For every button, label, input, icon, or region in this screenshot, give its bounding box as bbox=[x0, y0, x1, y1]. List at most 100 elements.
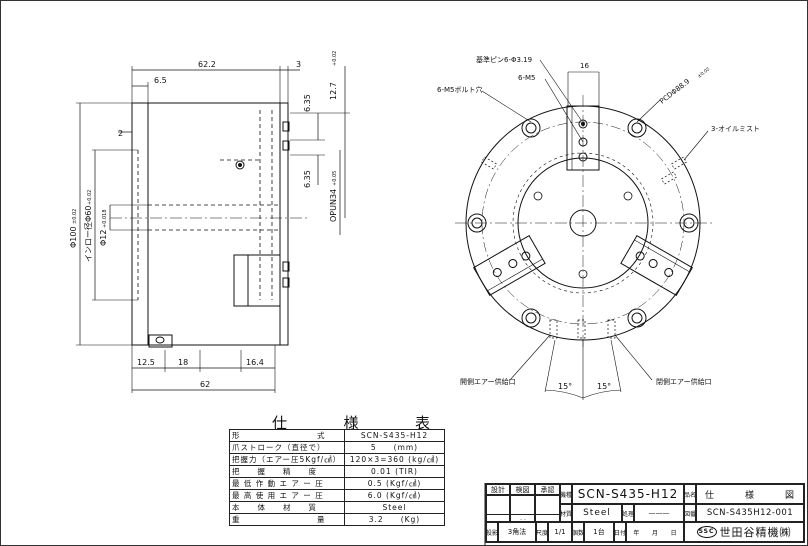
label-pin: 基準ピン6-Φ3.19 bbox=[476, 55, 532, 64]
side-view-labels: 62.2 3 6.5 2 6.35 6.35 12.7 +0.02 OPUN34… bbox=[69, 51, 338, 389]
dim-bottom-right: 16.4 bbox=[246, 358, 264, 367]
company-logo-icon: SSC bbox=[696, 526, 717, 538]
dim-opun-tol: +0.05 bbox=[332, 171, 338, 186]
spec-table-title: 仕 様 表 bbox=[272, 412, 432, 433]
spec-key: 形 式 bbox=[229, 429, 345, 442]
tb-date-year: 年 bbox=[633, 529, 640, 537]
label-pcd: PCDΦ88.9 bbox=[658, 77, 691, 105]
tb-qty: 1台 bbox=[584, 522, 614, 542]
spec-row: 爪ストローク（直径で）5 (mm) bbox=[229, 441, 445, 454]
dim-upper-port: 6.35 bbox=[303, 94, 312, 112]
tb-company: SSC 世田谷精機㈱ bbox=[684, 522, 804, 542]
tb-name-label: 品名 bbox=[684, 484, 696, 504]
side-port-upper bbox=[282, 121, 290, 132]
front-leaders bbox=[481, 59, 709, 400]
label-m5: 6-M5 bbox=[518, 74, 535, 82]
tb-date-label: 日付 bbox=[614, 522, 626, 542]
side-flange-outline bbox=[279, 102, 289, 346]
label-m5-bolt: 6-M5ボルト穴 bbox=[437, 85, 482, 94]
tb-projection: 3角法 bbox=[498, 522, 536, 542]
dim-bottom-left: 12.5 bbox=[137, 358, 155, 367]
front-air-fittings bbox=[549, 319, 616, 339]
dim-height-right-tol: +0.02 bbox=[332, 51, 338, 66]
tb-material-label: 材質 bbox=[560, 504, 572, 522]
front-jaw-top bbox=[566, 105, 600, 171]
spec-key: 重 量 bbox=[229, 513, 345, 526]
angle-right: 15° bbox=[597, 382, 611, 391]
spec-value: 120×3=360 (kg/㎠) bbox=[344, 453, 445, 466]
side-port-mid bbox=[282, 140, 290, 151]
tb-approve-label: 承認 bbox=[535, 484, 560, 495]
tb-model-label: 機種 bbox=[560, 484, 572, 504]
side-port-hole bbox=[235, 160, 245, 170]
tb-date: 年 月 日 bbox=[626, 522, 684, 542]
title-block: 設計 検図 承認 . . 機種 SCN-S435-H12 材質 Steel 処理… bbox=[485, 483, 805, 543]
spec-key: 最 低 作 動 エ ア ー 圧 bbox=[229, 477, 345, 490]
tb-name: 仕 様 図 bbox=[696, 484, 804, 504]
spec-value: 0.5 (Kgf/㎠) bbox=[344, 477, 445, 490]
tb-model: SCN-S435-H12 bbox=[572, 484, 684, 504]
dim-bore: Φ12 bbox=[99, 230, 108, 246]
side-view bbox=[76, 66, 350, 393]
spec-value: 0.01 (TIR) bbox=[344, 465, 445, 478]
dim-lower-port: 6.35 bbox=[303, 170, 312, 188]
spec-key: 把 握 精 度 bbox=[229, 465, 345, 478]
side-port-center bbox=[238, 163, 242, 167]
dim-left-step: 6.5 bbox=[154, 76, 167, 85]
spec-title-char-3: 表 bbox=[414, 414, 432, 432]
dim-bottom-total: 62 bbox=[200, 380, 210, 389]
side-jaw-block bbox=[233, 254, 281, 307]
side-body-outline bbox=[131, 102, 281, 346]
tb-material: Steel bbox=[572, 504, 622, 522]
dim-outer-dia: Φ100 bbox=[69, 226, 78, 248]
front-jaw-left bbox=[472, 234, 546, 297]
side-bottom-fitting-hole bbox=[155, 336, 165, 344]
side-port-lower-2 bbox=[282, 277, 290, 288]
spec-title-char-2: 様 bbox=[343, 414, 361, 432]
tb-design-label: 設計 bbox=[486, 484, 510, 495]
dim-bore-tol: +0.018 bbox=[102, 209, 108, 228]
tb-date-day: 日 bbox=[670, 529, 677, 537]
tb-date-month: 月 bbox=[651, 529, 658, 537]
tb-dots: . . bbox=[486, 514, 560, 522]
front-oil-mist-fittings bbox=[480, 156, 688, 185]
tb-treatment-label: 処理 bbox=[622, 504, 634, 522]
tb-drawing-no-label: 図番 bbox=[684, 504, 696, 522]
spec-key: 把握力（エアー圧5Kgf/㎠） bbox=[229, 453, 345, 466]
label-open-air: 開側エアー供給口 bbox=[460, 377, 516, 386]
spec-value: Steel bbox=[344, 501, 445, 514]
spec-key: 最 高 使 用 エ ア ー 圧 bbox=[229, 489, 345, 502]
label-pcd-tol: ±0.02 bbox=[697, 66, 712, 79]
dim-height-right: 12.7 bbox=[329, 82, 338, 100]
front-view bbox=[455, 59, 712, 400]
tb-treatment: ——— bbox=[634, 504, 684, 522]
front-pin-holes bbox=[533, 191, 633, 279]
angle-left: 15° bbox=[558, 382, 572, 391]
side-port-lower-1 bbox=[282, 261, 290, 272]
tb-scale: 1/1 bbox=[548, 522, 572, 542]
label-close-air: 閉側エアー供給口 bbox=[656, 377, 712, 386]
dim-bottom-mid: 18 bbox=[178, 358, 188, 367]
dim-outer-dia-tol: ±0.02 bbox=[72, 209, 78, 224]
tb-qty-label: 個数 bbox=[572, 522, 584, 542]
tb-projection-label: 投影 bbox=[486, 522, 498, 542]
dim-inlow: インロー径Φ60 bbox=[83, 206, 93, 262]
tb-drawing-no: SCN-S435H12-001 bbox=[696, 504, 804, 522]
dim-total-width: 62.2 bbox=[198, 60, 216, 69]
dim-inlow-tol: +0.02 bbox=[87, 190, 93, 205]
spec-key: 爪ストローク（直径で） bbox=[229, 441, 345, 454]
side-hidden-lines bbox=[137, 110, 280, 300]
label-oil-mist: 3-オイルミスト bbox=[711, 125, 760, 133]
dim-opun: OPUN34 bbox=[329, 189, 338, 222]
spec-value: 6.0 (Kgf/㎠) bbox=[344, 489, 445, 502]
tb-company-name: 世田谷精機㈱ bbox=[719, 526, 792, 539]
side-bottom-fitting bbox=[148, 334, 173, 348]
spec-key: 本 体 材 質 bbox=[229, 501, 345, 514]
